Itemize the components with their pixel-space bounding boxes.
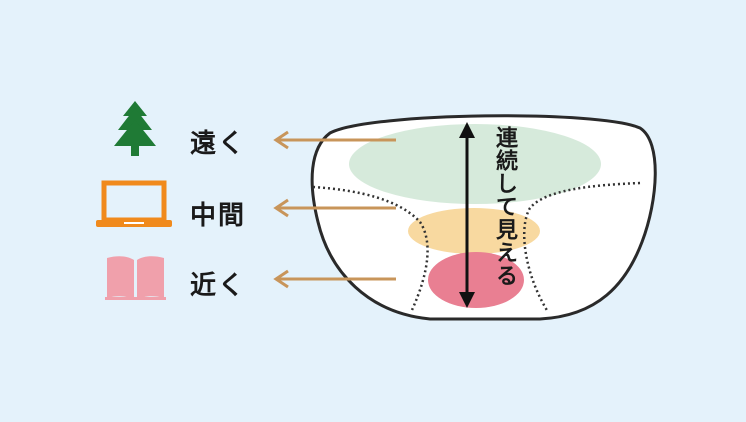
tree-icon xyxy=(114,101,156,156)
middle-label: 中間 xyxy=(190,201,247,231)
far-zone xyxy=(349,124,601,204)
near-label: 近く xyxy=(190,271,247,301)
near-zone xyxy=(428,252,524,308)
far-label: 遠く xyxy=(190,129,247,159)
book-icon xyxy=(105,256,166,300)
laptop-icon xyxy=(96,180,172,227)
near-arrow xyxy=(273,269,396,289)
continuous-arrow xyxy=(459,122,475,308)
middle-zone xyxy=(408,208,540,254)
right-distortion-boundary xyxy=(523,181,641,313)
continuous-view-text: 連続して見える xyxy=(492,126,517,287)
middle-arrow xyxy=(273,198,396,218)
far-arrow xyxy=(273,130,396,150)
